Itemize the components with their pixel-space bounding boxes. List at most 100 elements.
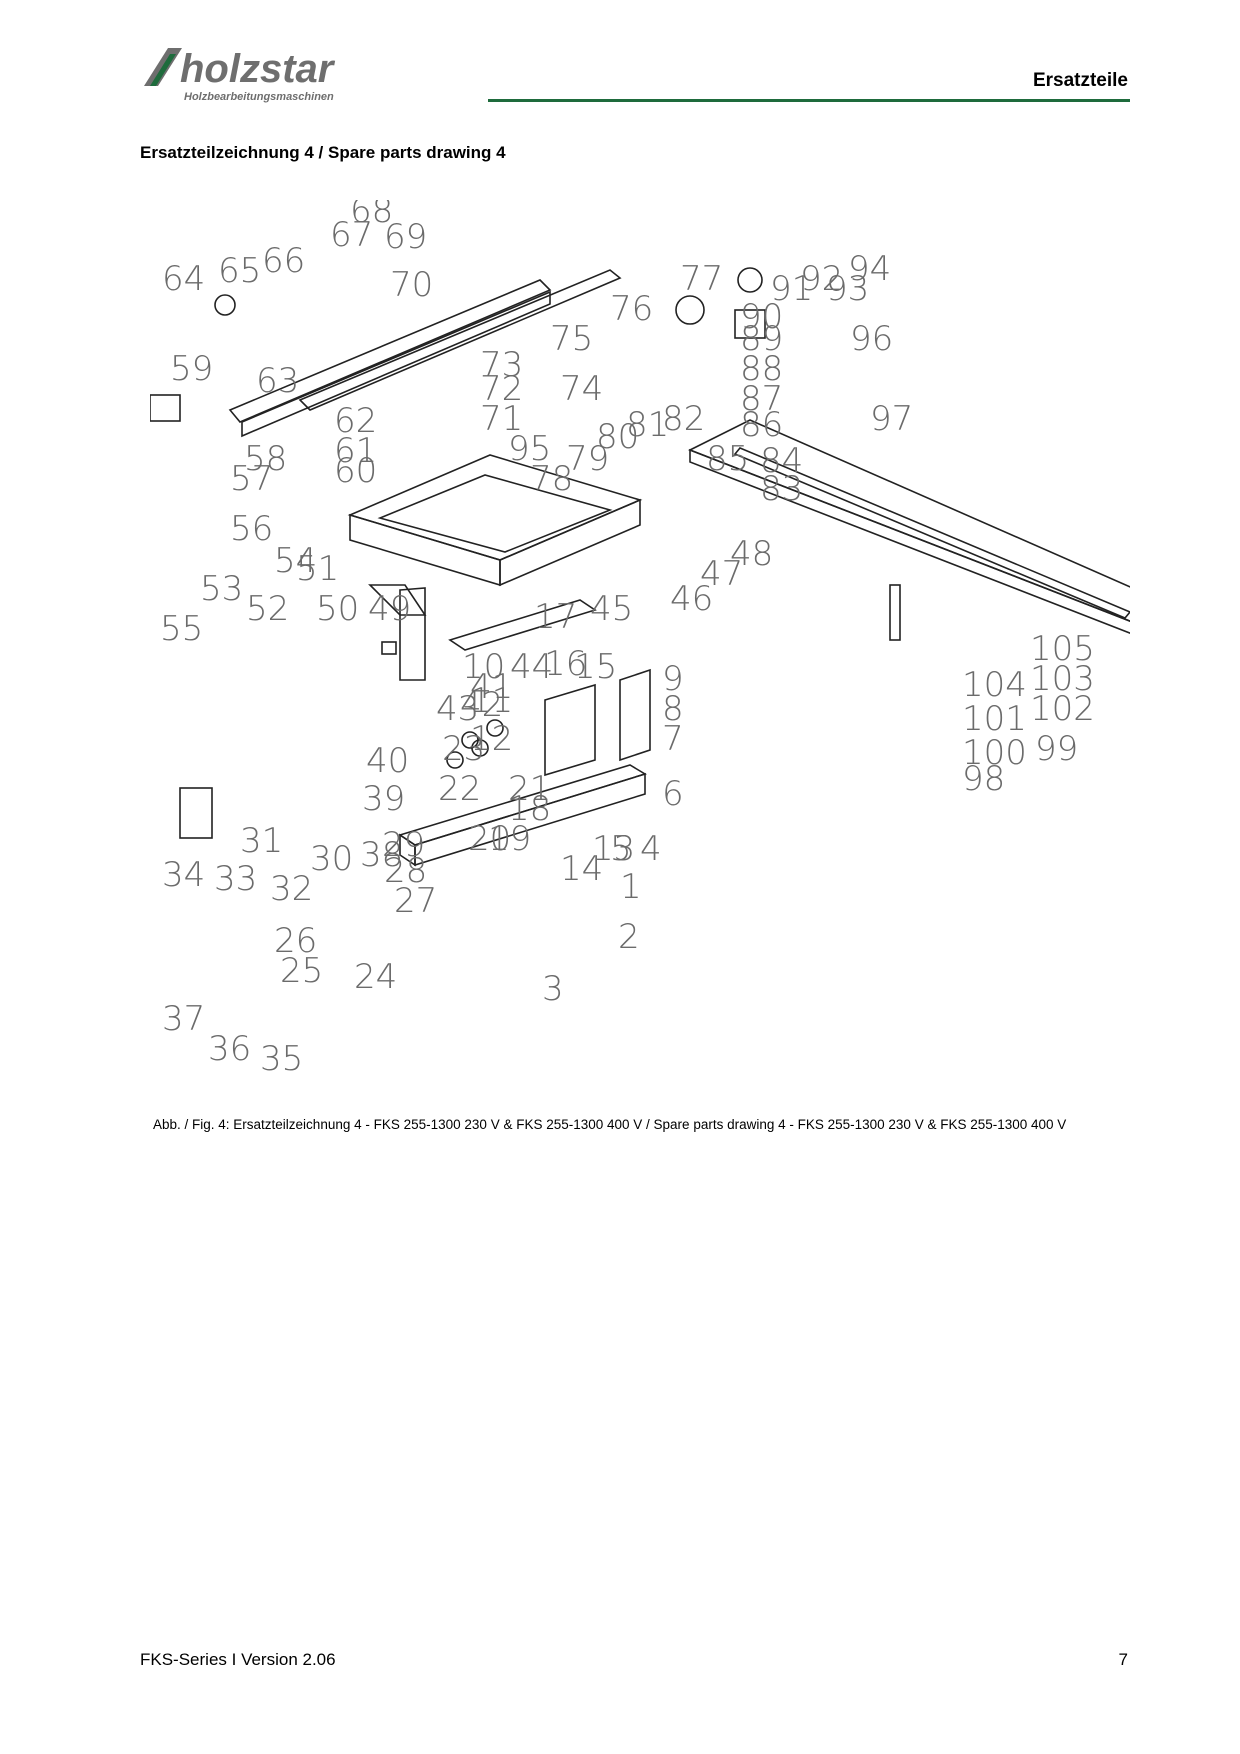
part-number-label: 68 <box>350 200 393 231</box>
part-number-label: 70 <box>390 265 433 305</box>
part-number-label: 67 <box>330 215 373 255</box>
part-number-label: 94 <box>848 249 891 289</box>
part-number-label: 23 <box>442 729 485 769</box>
part-number-label: 38 <box>360 835 403 875</box>
part-number-label: 71 <box>480 399 523 439</box>
part-number-label: 15 <box>574 647 617 687</box>
part-number-label: 81 <box>626 405 669 445</box>
part-number-label: 45 <box>590 589 633 629</box>
part-number-label: 95 <box>508 429 551 469</box>
part-number-label: 10 <box>462 647 505 687</box>
part-number-label: 33 <box>214 859 257 899</box>
part-number-label: 2 <box>618 917 640 957</box>
part-number-label: 12 <box>470 719 513 759</box>
part-number-label: 35 <box>260 1039 303 1079</box>
part-number-label: 58 <box>244 439 287 479</box>
part-number-label: 19 <box>488 819 531 859</box>
part-number-label: 44 <box>510 647 553 687</box>
part-number-label: 26 <box>274 921 317 961</box>
header-divider <box>488 99 1130 102</box>
part-number-label: 63 <box>256 361 299 401</box>
part-number-label: 32 <box>270 869 313 909</box>
part-number-label: 97 <box>870 399 913 439</box>
part-number-label: 90 <box>740 297 783 337</box>
part-number-label: 31 <box>240 821 283 861</box>
part-number-label: 11 <box>470 681 513 721</box>
part-number-label: 56 <box>230 509 273 549</box>
part-number-label: 91 <box>770 269 813 309</box>
part-number-label: 85 <box>706 439 749 479</box>
part-number-label: 24 <box>354 957 397 997</box>
part-number-label: 77 <box>680 259 723 299</box>
part-number-label: 4 <box>640 829 662 869</box>
holzstar-logo: holzstar Holzbearbeitungsmaschinen <box>144 47 336 103</box>
section-title: Ersatzteile <box>1032 70 1128 91</box>
logo-tagline: Holzbearbeitungsmaschinen <box>184 91 334 103</box>
part-number-label: 79 <box>566 439 609 479</box>
part-number-label: 34 <box>162 855 205 895</box>
part-number-label: 74 <box>560 369 603 409</box>
part-number-label: 75 <box>550 319 593 359</box>
part-number-label: 86 <box>740 405 783 445</box>
part-number-label: 65 <box>218 251 261 291</box>
part-number-label: 47 <box>700 554 743 594</box>
part-number-label: 83 <box>760 469 803 509</box>
part-number-label: 53 <box>200 569 243 609</box>
part-number-label: 76 <box>610 289 653 329</box>
footer-version: FKS-Series I Version 2.06 <box>140 1650 336 1669</box>
part-number-label: 13 <box>592 829 635 869</box>
part-number-label: 52 <box>246 589 289 629</box>
part-number-label: 88 <box>740 349 783 389</box>
part-number-label: 42 <box>460 685 503 725</box>
part-number-label: 36 <box>208 1029 251 1069</box>
part-number-label: 89 <box>740 319 783 359</box>
part-number-label: 69 <box>384 217 427 257</box>
part-number-label: 82 <box>662 399 705 439</box>
part-number-label: 25 <box>280 951 323 991</box>
part-number-label: 57 <box>230 459 273 499</box>
part-number-label: 80 <box>596 417 639 457</box>
part-number-label: 61 <box>334 431 377 471</box>
part-number-label: 72 <box>480 369 523 409</box>
part-number-label: 21 <box>508 769 551 809</box>
part-number-label: 8 <box>662 689 684 729</box>
part-number-label: 6 <box>662 774 684 814</box>
part-number-label: 102 <box>1030 689 1095 729</box>
part-number-label: 55 <box>160 609 203 649</box>
logo-wordmark: holzstar <box>180 47 336 91</box>
part-number-label: 92 <box>800 259 843 299</box>
part-number-label: 104 <box>962 665 1027 705</box>
part-number-label: 73 <box>480 345 523 385</box>
part-number-label: 54 <box>274 541 317 581</box>
part-number-label: 66 <box>262 241 305 281</box>
part-number-label: 64 <box>162 259 205 299</box>
part-number-label: 1 <box>620 867 642 907</box>
part-number-label: 93 <box>826 269 869 309</box>
part-number-label: 17 <box>534 597 577 637</box>
part-number-label: 16 <box>544 644 587 684</box>
part-number-label: 27 <box>394 881 437 921</box>
figure-caption: Abb. / Fig. 4: Ersatzteilzeichnung 4 - F… <box>153 1117 1067 1132</box>
part-number-label: 98 <box>962 759 1005 799</box>
part-number-label: 78 <box>530 459 573 499</box>
part-number-label: 96 <box>850 319 893 359</box>
part-number-label: 3 <box>542 969 564 1009</box>
footer-page-number: 7 <box>1118 1650 1128 1669</box>
part-number-label: 43 <box>436 689 479 729</box>
part-number-label: 41 <box>470 667 513 707</box>
part-number-label: 28 <box>384 851 427 891</box>
part-number-label: 101 <box>962 699 1027 739</box>
part-number-label: 60 <box>334 451 377 491</box>
page-heading: Ersatzteilzeichnung 4 / Spare parts draw… <box>140 143 506 162</box>
part-number-label: 39 <box>362 779 405 819</box>
part-number-label: 50 <box>316 589 359 629</box>
part-number-label: 29 <box>382 825 425 865</box>
part-number-label: 100 <box>962 733 1027 773</box>
part-number-label: 87 <box>740 379 783 419</box>
part-number-label: 99 <box>1035 729 1078 769</box>
part-number-label: 40 <box>366 741 409 781</box>
part-number-label: 5 <box>610 829 632 869</box>
exploded-parts-drawing: 1 2 3 4 5 6 7 8 9 10 11 12 13 14 15 16 1… <box>150 200 1130 1079</box>
part-number-label: 105 <box>1030 629 1095 669</box>
part-number-label: 7 <box>662 719 684 759</box>
